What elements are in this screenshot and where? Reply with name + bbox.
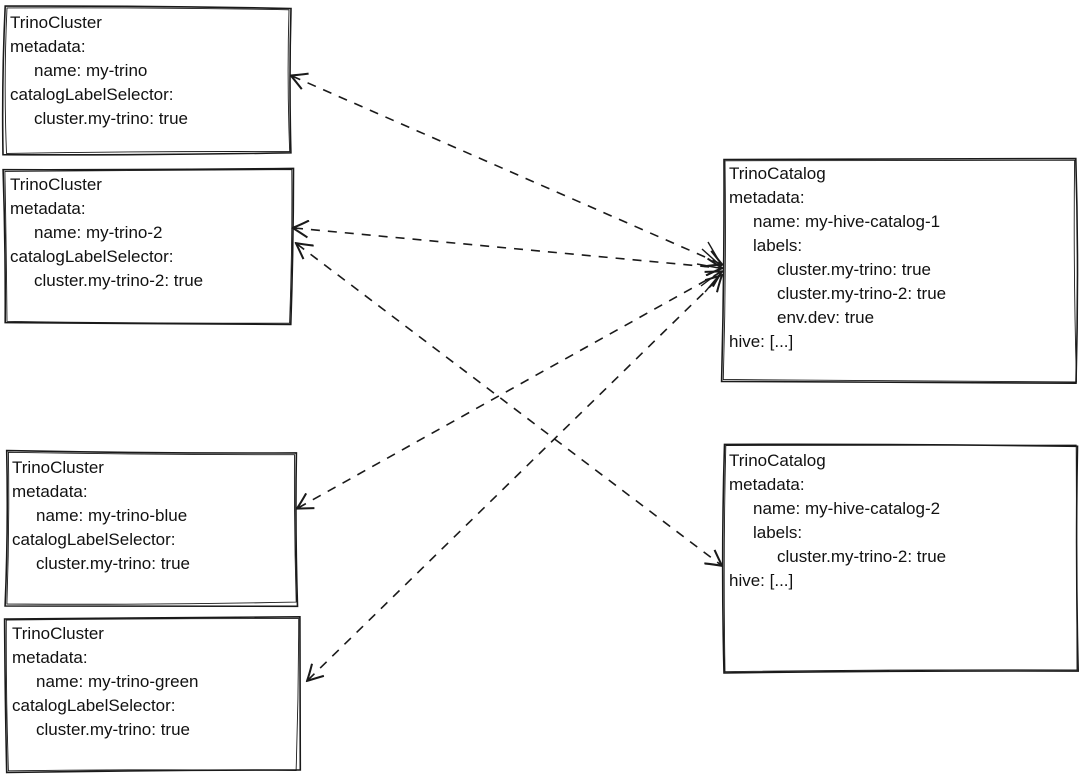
yaml-line: catalogLabelSelector:	[10, 247, 174, 266]
yaml-line: TrinoCluster	[12, 458, 104, 477]
connection-trinocatalog-my-hive-catalog-1--trinocluster-my-trino-2	[294, 228, 721, 268]
box-outline	[2, 167, 295, 326]
yaml-line: TrinoCluster	[12, 624, 104, 643]
connection-trinocatalog-my-hive-catalog-1--trinocluster-my-trino-green	[308, 276, 721, 680]
yaml-line: catalogLabelSelector:	[12, 530, 176, 549]
yaml-line: name: my-trino	[34, 61, 148, 80]
yaml-line: name: my-hive-catalog-1	[753, 212, 941, 231]
yaml-line: metadata:	[729, 475, 805, 494]
box-outline-inner	[723, 444, 1078, 673]
yaml-line: metadata:	[12, 648, 88, 667]
yaml-line: cluster.my-trino-2: true	[777, 284, 947, 303]
yaml-line: TrinoCluster	[10, 175, 102, 194]
yaml-line: TrinoCatalog	[729, 451, 826, 470]
yaml-line: cluster.my-trino: true	[777, 260, 931, 279]
yaml-line: env.dev: true	[777, 308, 875, 327]
yaml-line: TrinoCluster	[10, 13, 102, 32]
yaml-line: hive: [...]	[729, 571, 794, 590]
yaml-line: cluster.my-trino-2: true	[777, 547, 947, 566]
box-outline	[3, 615, 302, 774]
yaml-line: catalogLabelSelector:	[10, 85, 174, 104]
yaml-line: labels:	[753, 523, 803, 542]
yaml-line: cluster.my-trino: true	[34, 109, 188, 128]
node-trinocatalog-my-hive-catalog-2: TrinoCatalog metadata: name: my-hive-catal…	[723, 445, 1077, 672]
box-outline	[4, 449, 299, 608]
yaml-line: cluster.my-trino-2: true	[34, 271, 204, 290]
yaml-line: name: my-trino-2	[34, 223, 163, 242]
yaml-line: metadata:	[729, 188, 805, 207]
yaml-line: catalogLabelSelector:	[12, 696, 176, 715]
yaml-line: TrinoCatalog	[729, 164, 826, 183]
yaml-line: metadata:	[12, 482, 88, 501]
yaml-line: labels:	[753, 236, 803, 255]
yaml-line: cluster.my-trino: true	[36, 554, 190, 573]
yaml-line: name: my-trino-blue	[36, 506, 188, 525]
connection-trinocatalog-my-hive-catalog-1--trinocluster-my-trino-blue	[298, 272, 721, 508]
box-outline-inner	[4, 169, 293, 324]
node-trinocluster-my-trino: TrinoCluster metadata: name: my-trino catal…	[4, 7, 290, 154]
yaml-line: name: my-trino-green	[36, 672, 199, 691]
yaml-line: metadata:	[10, 37, 86, 56]
box-outline-inner	[6, 451, 297, 605]
box-outline-inner	[722, 159, 1077, 383]
yaml-line: cluster.my-trino: true	[36, 720, 190, 739]
yaml-line: name: my-hive-catalog-2	[753, 499, 941, 518]
node-trinocluster-my-trino-green: TrinoCluster metadata: name: my-trino-gree…	[6, 618, 299, 771]
connection-trinocatalog-my-hive-catalog-2--trinocluster-my-trino-2	[297, 244, 721, 565]
yaml-line: metadata:	[10, 199, 86, 218]
node-trinocatalog-my-hive-catalog-1: TrinoCatalog metadata: name: my-hive-catal…	[723, 158, 1077, 382]
box-outline-inner	[5, 618, 300, 772]
node-trinocluster-my-trino-blue: TrinoCluster metadata: name: my-trino-blue…	[6, 452, 297, 605]
node-trinocluster-my-trino-2: TrinoCluster metadata: name: my-trino-2 cat…	[4, 169, 292, 324]
yaml-line: hive: [...]	[729, 332, 794, 351]
connection-trinocatalog-my-hive-catalog-1--trinocluster-my-trino	[292, 76, 721, 264]
